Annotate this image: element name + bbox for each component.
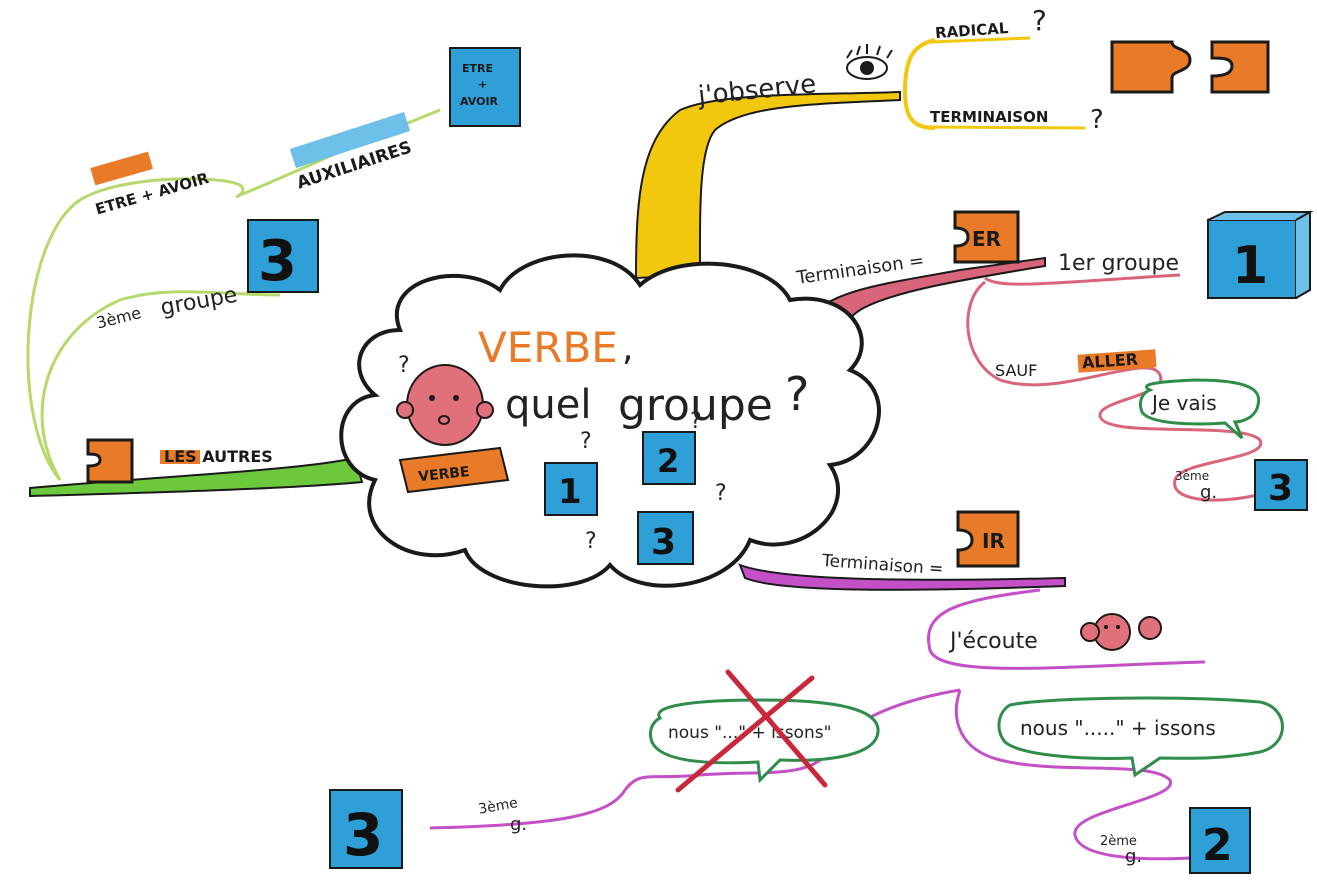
- aller-highlight: [1077, 349, 1157, 373]
- except-word: ALLER: [1081, 350, 1138, 373]
- thinking-face-icon: [396, 364, 494, 446]
- cube-qmark-3: ?: [715, 481, 727, 506]
- center-title: VERBE: [478, 323, 618, 372]
- je-vais-bubble: Je vais: [1138, 378, 1261, 440]
- les-autres-highlight: [160, 450, 200, 464]
- radical-underline: [929, 36, 1031, 44]
- center-cube-1: 1: [544, 462, 598, 516]
- others-ending-piece: [86, 438, 134, 484]
- terminaison-underline: [927, 125, 1086, 130]
- others-third-label-bottom: groupe: [159, 283, 240, 321]
- center-question-mark: ?: [785, 367, 809, 421]
- verbe-sign-text: VERBE: [418, 464, 471, 485]
- first-group-label: 1er groupe: [1058, 251, 1179, 276]
- cube-qmark-2: ?: [690, 409, 702, 434]
- center-cube-2-number: 2: [657, 442, 679, 480]
- puzzle-ending-icon: [1210, 40, 1270, 94]
- cube-qmark-4: ?: [585, 529, 597, 554]
- others-label: LES AUTRES: [164, 447, 273, 466]
- others-third-group-cube: 3: [247, 219, 319, 294]
- center-cube-2: 2: [642, 431, 696, 485]
- etre-avoir-cube-bottom: AVOIR: [460, 95, 499, 108]
- first-group-cube-number: 1: [1232, 236, 1268, 296]
- cross-mark-icon: [675, 669, 828, 793]
- radical-label: RADICAL: [934, 19, 1009, 42]
- center-cube-3: 3: [637, 511, 694, 565]
- etre-avoir-highlight: [90, 151, 153, 186]
- observe-branch: [634, 90, 901, 280]
- center-subtitle-groupe: groupe: [618, 380, 773, 431]
- center-cube-1-number: 1: [558, 472, 582, 512]
- terminaison-question-mark: ?: [1090, 105, 1104, 135]
- ir-third-group-cube: 3: [329, 789, 403, 869]
- er-ending-piece: ER: [953, 210, 1020, 264]
- others-third-cube-number: 3: [258, 229, 297, 294]
- others-branch: [29, 456, 364, 498]
- er-third-group-cube: 3: [1254, 459, 1308, 511]
- ir-ending-piece: IR: [956, 510, 1020, 568]
- terminaison-label: TERMINAISON: [930, 108, 1048, 126]
- etre-avoir-cube-top: ETRE: [462, 62, 493, 75]
- er-third-label-bottom: g.: [1200, 482, 1217, 503]
- central-cloud: [339, 253, 881, 589]
- except-prefix: SAUF: [995, 361, 1037, 380]
- center-cube-3-number: 3: [651, 522, 676, 563]
- second-group-cube-number: 2: [1202, 820, 1233, 871]
- er-third-cube-number: 3: [1268, 468, 1293, 509]
- er-ending-text: ER: [972, 227, 1001, 251]
- second-group-cube: 2: [1189, 807, 1251, 874]
- center-comma: ,: [622, 328, 633, 369]
- center-subtitle-quel: quel: [505, 382, 591, 428]
- others-sub-branch: [26, 108, 441, 481]
- listen-label: J'écoute: [948, 629, 1038, 654]
- ir-second-label-bottom: g.: [1125, 846, 1142, 867]
- verbe-sign: VERBE: [398, 446, 510, 494]
- je-vais-text: Je vais: [1150, 391, 1217, 415]
- ir-ending-text: IR: [982, 529, 1005, 553]
- ir-terminaison-label: Terminaison =: [820, 551, 944, 579]
- face-question-mark: ?: [398, 353, 410, 378]
- valid-bubble-text: nous "....." + issons: [1020, 716, 1216, 740]
- cube-qmark-1: ?: [580, 429, 592, 454]
- puzzle-radical-icon: [1110, 40, 1192, 94]
- first-group-cube: 1: [1207, 210, 1314, 299]
- valid-bubble: nous "....." + issons: [997, 696, 1284, 778]
- etre-avoir-cube-plus: +: [478, 78, 487, 91]
- er-third-label-top: 3ème: [1175, 469, 1209, 483]
- ir-third-label-top: 3ème: [477, 795, 519, 818]
- eye-icon: [846, 44, 893, 80]
- er-sub-branch: [966, 273, 1263, 502]
- auxiliaires-highlight: [289, 111, 411, 169]
- others-third-label-top: 3ème: [94, 303, 143, 332]
- ir-third-label-bottom: g.: [510, 814, 527, 835]
- ir-third-cube-number: 3: [343, 801, 383, 869]
- radical-question-mark: ?: [1032, 4, 1047, 37]
- ir-branch: [738, 563, 1066, 591]
- ears-face-icon: [1080, 613, 1162, 651]
- etre-avoir-cube: ETRE + AVOIR: [449, 47, 521, 127]
- ir-second-label-top: 2ème: [1100, 834, 1137, 849]
